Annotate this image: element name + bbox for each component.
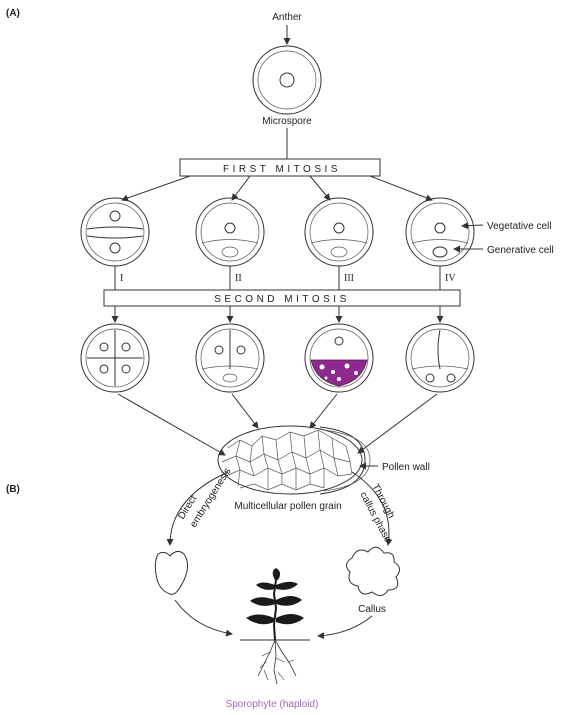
- callus-label: Callus: [358, 604, 386, 615]
- callus-shape: [346, 547, 399, 595]
- embryo-shape: [155, 551, 187, 594]
- panel-b-label: (B): [6, 484, 20, 495]
- multicellular-pollen-grain: [218, 426, 370, 494]
- pathway-numeral-3: III: [344, 273, 354, 284]
- first-mitosis-cell-1: [81, 198, 149, 266]
- first-mitosis-label: FIRST MITOSIS: [223, 164, 341, 175]
- anther-label: Anther: [272, 12, 302, 23]
- pathway-numeral-2: II: [235, 273, 242, 284]
- vegetative-cell-arrow: [462, 225, 483, 226]
- first-mitosis-arrow-1: [122, 176, 190, 200]
- sporophyte-word: Sporophyte: [226, 699, 278, 710]
- generative-cell-label: Generative cell: [487, 245, 554, 256]
- haploid-plant: [240, 568, 310, 684]
- callus-to-plant-arrow: [318, 616, 372, 636]
- first-mitosis-cell-4: [406, 198, 474, 266]
- microspore-label: Microspore: [262, 116, 312, 127]
- converge-arrow-3: [310, 394, 337, 428]
- first-mitosis-arrow-2: [232, 176, 250, 200]
- panel-a-label: (A): [6, 8, 20, 19]
- second-mitosis-cell-1: [81, 324, 149, 392]
- second-mitosis-cell-2: [196, 324, 264, 392]
- stained-multicellular-region: [311, 360, 367, 386]
- embryo-to-plant-arrow: [175, 600, 232, 634]
- pollen-wall-label: Pollen wall: [382, 462, 430, 473]
- first-mitosis-arrow-3: [310, 176, 330, 200]
- microspore-cell: [253, 46, 321, 114]
- multicellular-pollen-grain-label: Multicellular pollen grain: [234, 501, 341, 512]
- first-mitosis-arrow-4: [370, 176, 432, 200]
- second-mitosis-cell-3: [305, 324, 373, 392]
- first-mitosis-cell-2: [196, 198, 264, 266]
- converge-arrow-1: [118, 394, 225, 455]
- pathway-numeral-1: I: [120, 273, 123, 284]
- second-mitosis-cell-4: [406, 324, 474, 392]
- converge-arrow-2: [232, 394, 258, 428]
- pathway-numeral-4: IV: [445, 273, 456, 284]
- second-mitosis-label: SECOND MITOSIS: [214, 294, 350, 305]
- sporophyte-label: Sporophyte (haploid): [226, 699, 319, 710]
- vegetative-cell-label: Vegetative cell: [487, 221, 552, 232]
- first-mitosis-cell-3: [305, 198, 373, 266]
- sporophyte-qualifier: (haploid): [280, 699, 319, 710]
- converge-arrow-4: [358, 394, 437, 453]
